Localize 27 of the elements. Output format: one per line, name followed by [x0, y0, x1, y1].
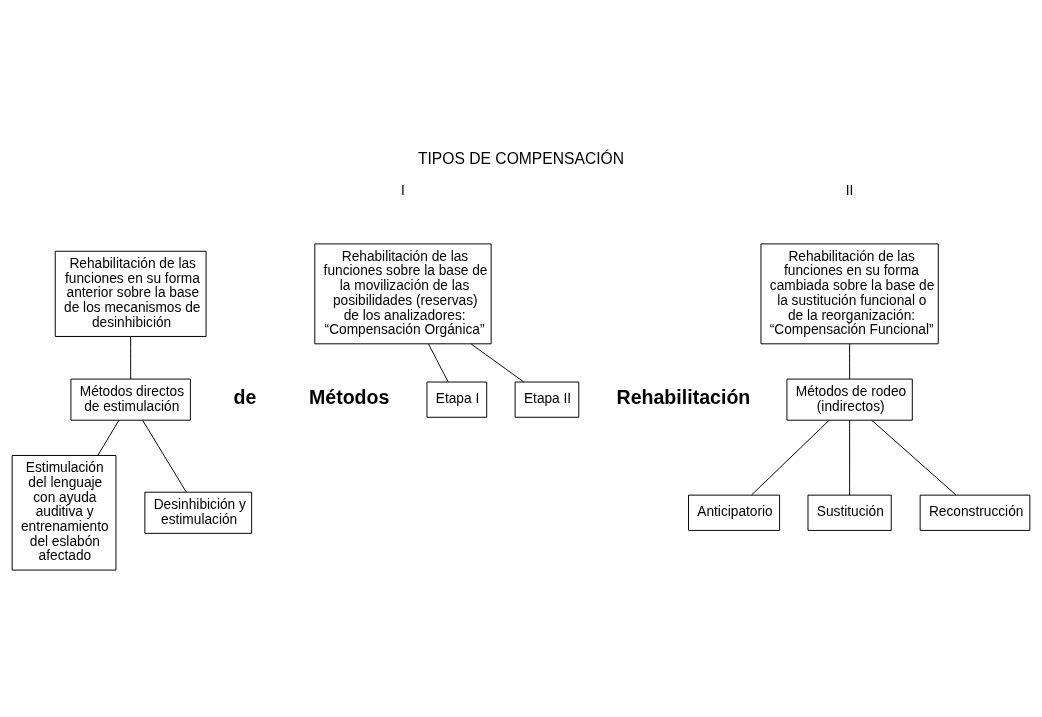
diagram-title: TIPOS DE COMPENSACIÓN — [417, 149, 625, 167]
node-box: Sustitución — [807, 494, 892, 531]
connector — [142, 419, 187, 492]
connector — [849, 419, 851, 495]
node-box: Rehabilitación de las funciones en su forma anterior sobre la base de los mecanismos de desinhibición — [54, 250, 207, 337]
connector — [130, 335, 132, 379]
node-box: Rehabilitación de las funciones sobre la base de la movilización de las posibilidades (reservas) de los analizadores: “Compensación Orgánica” — [314, 242, 492, 344]
node-box: Métodos de rodeo (indirectos) — [786, 378, 913, 421]
label: II — [845, 182, 854, 198]
node-box: Rehabilitación de las funciones en su forma cambiada sobre la base de la sustitución funcional o de la reorganización: “Compensación Funcional” — [760, 242, 939, 344]
label: I — [401, 182, 405, 198]
connector — [849, 343, 851, 379]
node-box: Anticipatorio — [688, 494, 781, 531]
node-box: Etapa I — [426, 381, 488, 418]
node-box: Etapa II — [514, 381, 580, 418]
connector — [751, 419, 830, 495]
connector — [470, 343, 525, 382]
node-box: Estimulación del lenguaje con ayuda auditiva y entrenamiento del eslabón afectado — [11, 454, 117, 571]
label: de — [233, 385, 257, 408]
connector — [97, 419, 120, 456]
node-box: Desinhibición y estimulación — [144, 491, 253, 534]
label: Métodos — [308, 385, 390, 408]
connector — [871, 419, 957, 495]
node-box: Métodos directos de estimulación — [70, 378, 191, 421]
node-box: Reconstrucción — [919, 494, 1031, 531]
label: Rehabilitación — [616, 385, 751, 408]
connector — [428, 343, 449, 382]
